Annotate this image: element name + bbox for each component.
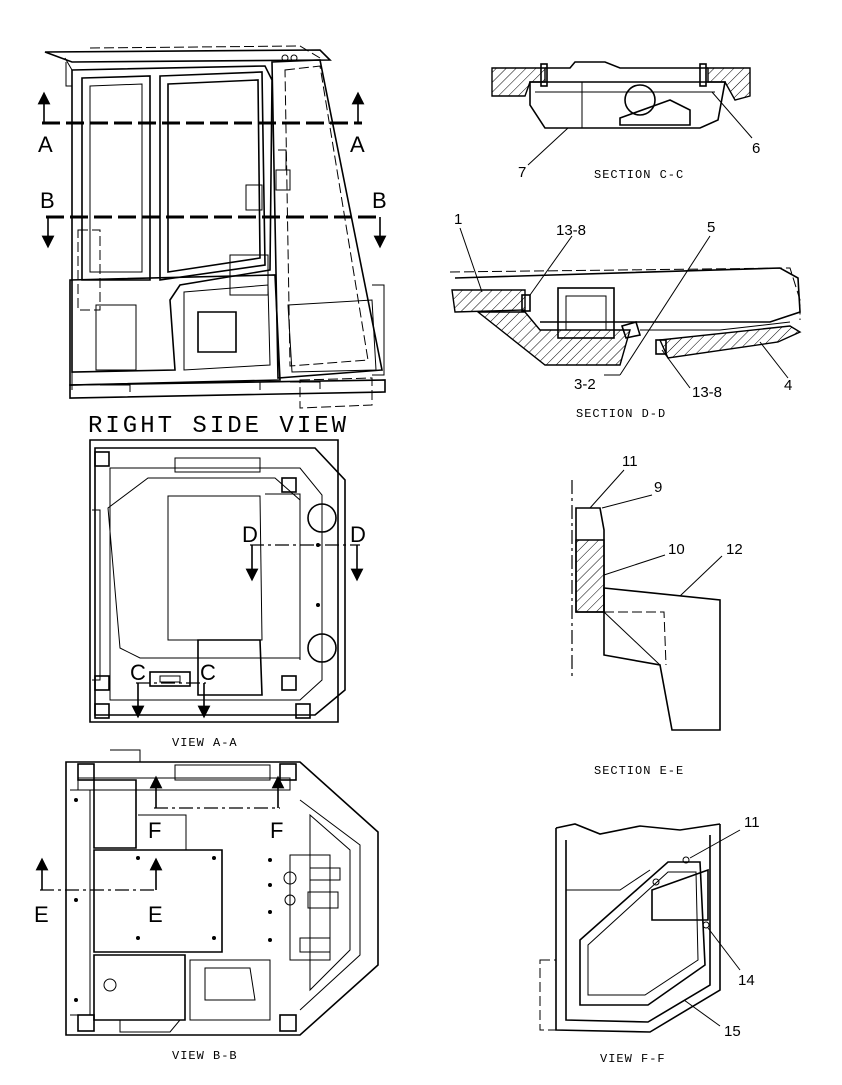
callout-11-ee: 11 — [622, 453, 638, 470]
marker-c-right: C — [200, 660, 216, 685]
section-cc-title: SECTION C-C — [594, 168, 684, 182]
marker-a-left: A — [38, 132, 53, 157]
section-dd — [449, 227, 802, 389]
callout-9: 9 — [654, 479, 662, 496]
callout-14: 14 — [738, 972, 755, 989]
section-dd-title: SECTION D-D — [576, 407, 666, 421]
right-side-view — [37, 45, 387, 409]
section-ee-title: SECTION E-E — [594, 764, 684, 778]
view-aa — [89, 439, 364, 723]
callout-10: 10 — [668, 541, 685, 558]
callout-4: 4 — [784, 377, 792, 394]
marker-c-left: C — [130, 660, 146, 685]
view-bb-title: VIEW B-B — [172, 1049, 238, 1063]
marker-b-right: B — [372, 188, 387, 213]
view-ff-title: VIEW F-F — [600, 1052, 666, 1066]
marker-b-left: B — [40, 188, 55, 213]
callout-13-8-bottom: 13-8 — [692, 384, 722, 401]
right-side-view-title: RIGHT SIDE VIEW — [88, 413, 349, 440]
callout-1: 1 — [454, 211, 462, 228]
callout-3-2: 3-2 — [574, 376, 596, 393]
section-cc — [491, 61, 753, 166]
callout-5: 5 — [707, 219, 715, 236]
marker-f-right: F — [270, 818, 283, 843]
marker-d-left: D — [242, 522, 258, 547]
callout-6: 6 — [752, 140, 760, 157]
marker-f-left: F — [148, 818, 161, 843]
callout-12: 12 — [726, 541, 743, 558]
marker-a-right: A — [350, 132, 365, 157]
callout-7: 7 — [518, 164, 526, 181]
marker-e-left: E — [34, 902, 49, 927]
view-bb — [35, 749, 379, 1036]
callout-15: 15 — [724, 1023, 741, 1040]
view-ff — [539, 823, 741, 1033]
callout-13-8-top: 13-8 — [556, 222, 586, 239]
view-aa-title: VIEW A-A — [172, 736, 238, 750]
marker-e-right: E — [148, 902, 163, 927]
section-ee — [571, 469, 723, 731]
marker-d-right: D — [350, 522, 366, 547]
callout-11-ff: 11 — [744, 814, 760, 831]
